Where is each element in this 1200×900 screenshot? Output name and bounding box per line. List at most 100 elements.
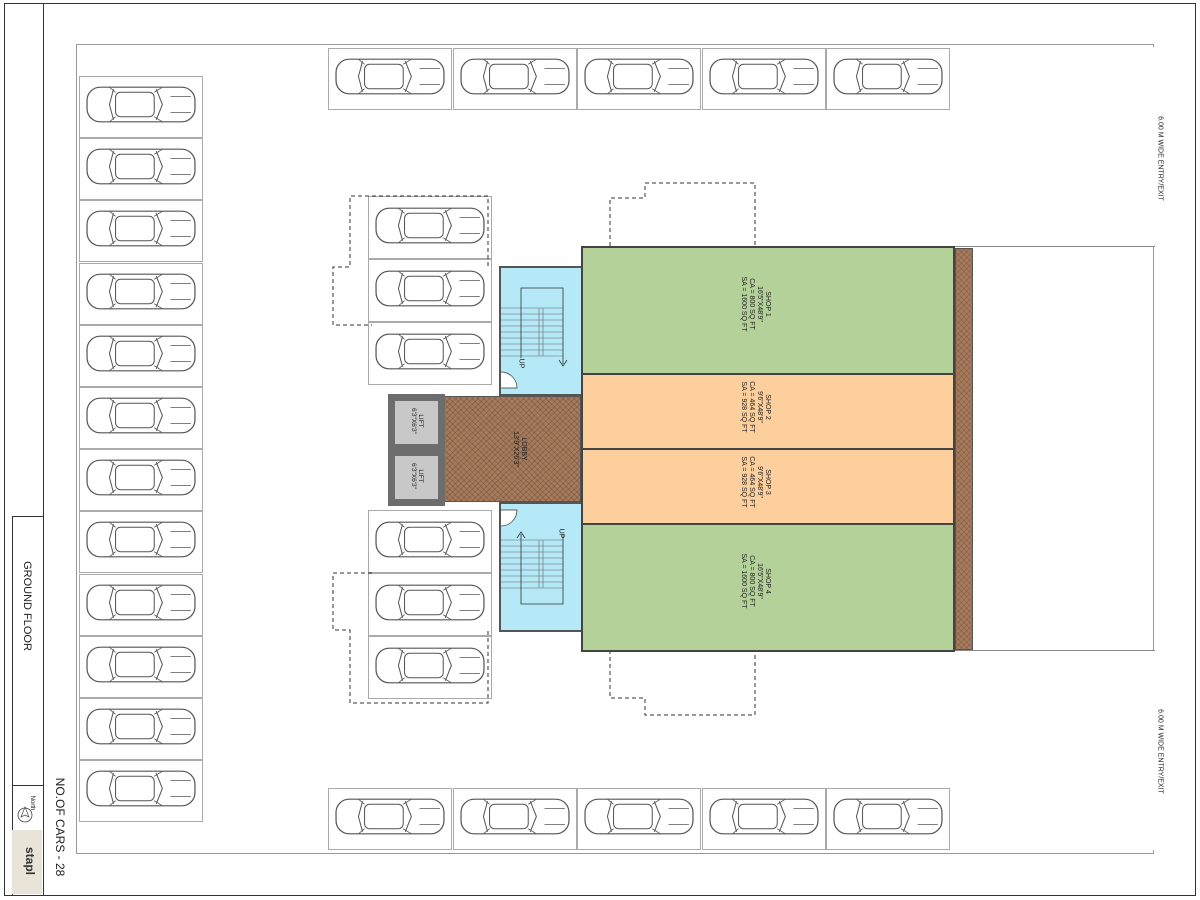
car-icon xyxy=(85,333,197,379)
car-icon xyxy=(374,331,486,377)
parking-bay-top xyxy=(701,48,826,110)
car-icon xyxy=(708,796,820,842)
shop-4-sa: SA = 1600 SQ FT xyxy=(740,553,747,609)
car-icon xyxy=(85,84,197,130)
car-icon xyxy=(334,56,446,102)
parking-bay-left xyxy=(79,698,203,760)
shop-4-size: 16'5"X48'9" xyxy=(756,563,763,599)
parking-bay-top xyxy=(826,48,950,110)
frontage-strip xyxy=(955,248,973,650)
car-icon xyxy=(832,56,944,102)
car-icon xyxy=(85,146,197,192)
shop-3-sa: SA = 928 SQ FT xyxy=(740,456,747,508)
shop-1-label: SHOP 1 16'5"X48'9" CA = 800 SQ FT SA = 1… xyxy=(739,254,771,354)
shop-3-ca: CA = 464 SQ FT xyxy=(748,456,755,508)
parking-bay-left xyxy=(79,262,203,325)
shop-1: SHOP 1 16'5"X48'9" CA = 800 SQ FT SA = 1… xyxy=(581,246,955,374)
car-icon xyxy=(85,706,197,752)
staircase-2-steps xyxy=(501,509,564,605)
title-strip xyxy=(4,3,44,896)
plot-edge-top xyxy=(955,246,1155,247)
parking-bay-left xyxy=(79,573,203,636)
parking-bay-top xyxy=(328,48,452,110)
sheet-border xyxy=(4,3,1196,896)
parking-bay-left xyxy=(79,449,203,512)
parking-bay-top xyxy=(577,48,701,110)
lift-2: LIFT 6'3"X6'3" xyxy=(388,449,445,506)
parking-bay-bottom xyxy=(577,788,701,850)
car-icon xyxy=(374,582,486,628)
parking-bay-left xyxy=(79,511,203,574)
site-boundary xyxy=(76,44,1154,854)
parking-bay-center-lower xyxy=(368,510,492,573)
shop-1-size: 16'5"X48'9" xyxy=(756,286,763,322)
parking-bay-left xyxy=(79,760,203,823)
car-icon xyxy=(708,56,820,102)
parking-bay-center-upper xyxy=(368,259,492,322)
car-icon xyxy=(583,796,695,842)
shop-3-size: 9'6"X48'9" xyxy=(756,466,763,498)
title-strip-inner-line xyxy=(12,516,13,896)
lift-1-name: LIFT xyxy=(417,414,424,428)
parking-bay-center-lower xyxy=(368,573,492,636)
car-icon xyxy=(85,519,197,565)
parking-bay-left xyxy=(79,138,203,201)
north-arrow-icon xyxy=(17,806,33,823)
car-icon xyxy=(85,582,197,628)
car-icon xyxy=(832,796,944,842)
car-icon xyxy=(459,56,571,102)
shop-4: SHOP 4 16'5"X48'9" CA = 800 SQ FT SA = 1… xyxy=(581,524,955,652)
title-strip-divider-2 xyxy=(12,785,44,786)
north-arrow: North xyxy=(12,788,40,828)
parking-bay-center-upper xyxy=(368,322,492,385)
lift-2-size: 6'3"X6'3" xyxy=(410,463,417,489)
car-icon xyxy=(85,644,197,690)
parking-bay-bottom xyxy=(826,788,950,850)
staircase-1-up-label: UP xyxy=(517,358,525,369)
title-strip-divider xyxy=(12,516,44,517)
parking-bay-left xyxy=(79,200,203,263)
car-icon xyxy=(85,768,197,814)
entry-gap-bottom xyxy=(1153,650,1157,850)
entry-gap-top xyxy=(1153,47,1157,246)
lift-2-car xyxy=(395,456,438,499)
parking-bay-left xyxy=(79,324,203,387)
car-icon xyxy=(85,208,197,254)
parking-bay-left xyxy=(79,387,203,449)
shop-1-sa: SA = 1600 SQ FT xyxy=(740,276,747,332)
parking-bay-top xyxy=(452,48,577,110)
shop-2: SHOP 2 9'6"X48'9" CA = 464 SQ FT SA = 92… xyxy=(581,374,955,449)
lift-1: LIFT 6'3"X6'3" xyxy=(388,394,445,451)
company-logo: stapl xyxy=(12,830,42,894)
lobby: LOBBY 13'9"X26'3" xyxy=(443,396,581,502)
car-icon xyxy=(583,56,695,102)
car-icon xyxy=(374,519,486,565)
lift-2-name: LIFT xyxy=(417,469,424,483)
shop-3-name: SHOP 3 xyxy=(764,469,771,495)
shop-3: SHOP 3 9'6"X48'9" CA = 464 SQ FT SA = 92… xyxy=(581,449,955,524)
shop-4-name: SHOP 4 xyxy=(764,568,771,594)
shop-3-label: SHOP 3 9'6"X48'9" CA = 464 SQ FT SA = 92… xyxy=(739,432,771,532)
car-icon xyxy=(374,205,486,251)
car-icon xyxy=(374,645,486,691)
parking-bay-left xyxy=(79,76,203,138)
plot-edge-bottom xyxy=(955,650,1155,651)
lobby-label: LOBBY 13'9"X26'3" xyxy=(511,409,527,489)
staircase-1: UP xyxy=(499,266,581,396)
lift-1-car xyxy=(395,401,438,444)
staircase-2-up-label: UP xyxy=(557,528,565,539)
parking-bay-center-lower xyxy=(368,636,492,699)
shop-4-label: SHOP 4 16'5"X48'9" CA = 800 SQ FT SA = 1… xyxy=(739,531,771,631)
lift-1-size: 6'3"X6'3" xyxy=(410,408,417,434)
car-icon xyxy=(85,457,197,503)
parking-bay-left xyxy=(79,635,203,698)
car-icon xyxy=(459,796,571,842)
staircase-1-steps xyxy=(501,287,568,389)
staircase-2: UP xyxy=(499,502,581,632)
car-icon xyxy=(85,271,197,317)
car-icon xyxy=(334,796,446,842)
car-icon xyxy=(374,268,486,314)
parking-bay-bottom xyxy=(452,788,577,850)
shop-1-ca: CA = 800 SQ FT xyxy=(748,278,755,330)
